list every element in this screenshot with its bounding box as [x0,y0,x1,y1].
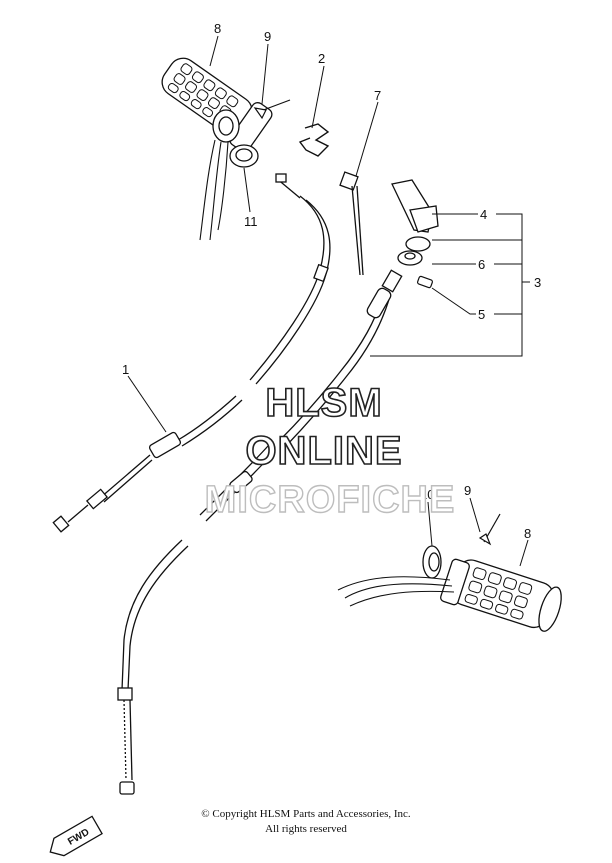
watermark: HLSM ONLINE MICROFICHE [204,380,456,522]
callout-3: 3 [534,275,541,290]
watermark-line-3: MICROFICHE [205,479,456,521]
watermark-line-1: HLSM [265,381,382,425]
callout-labels: 1 2 3 4 5 6 7 8 8 9 9 10 11 [122,21,541,541]
copyright-text: © Copyright HLSM Parts and Accessories, … [201,808,411,820]
right-grip-wires [337,576,455,607]
callout-4: 4 [480,207,487,222]
left-grip-wires [199,139,229,241]
left-grip [161,57,273,153]
callout-8-bottom: 8 [524,526,531,541]
collar-11 [229,144,259,168]
watermark-line-2: ONLINE [245,429,402,473]
screw-9-bottom [478,513,501,546]
callout-11: 11 [244,214,258,229]
callout-2: 2 [318,51,325,66]
leader-lines [127,35,530,567]
pin-5 [417,275,433,289]
cable-1 [52,173,331,533]
spring-clip-2 [298,123,330,157]
callout-1: 1 [122,362,129,377]
callout-9-top: 9 [264,29,271,44]
nut-6 [397,236,431,266]
cable-lower [117,269,403,795]
collar-10 [422,545,442,579]
rights-text: All rights reserved [265,823,347,835]
screw-9-top [253,99,291,120]
cable-tie-7 [339,171,364,276]
holder-4 [391,179,439,233]
callout-7: 7 [374,88,381,103]
callout-5: 5 [478,307,485,322]
callout-8-top: 8 [214,21,221,36]
callout-6: 6 [478,257,485,272]
callout-9-bottom: 9 [464,483,471,498]
callout-10: 10 [420,487,434,502]
fwd-arrow-badge: FWD [49,815,103,857]
right-grip [440,558,562,632]
